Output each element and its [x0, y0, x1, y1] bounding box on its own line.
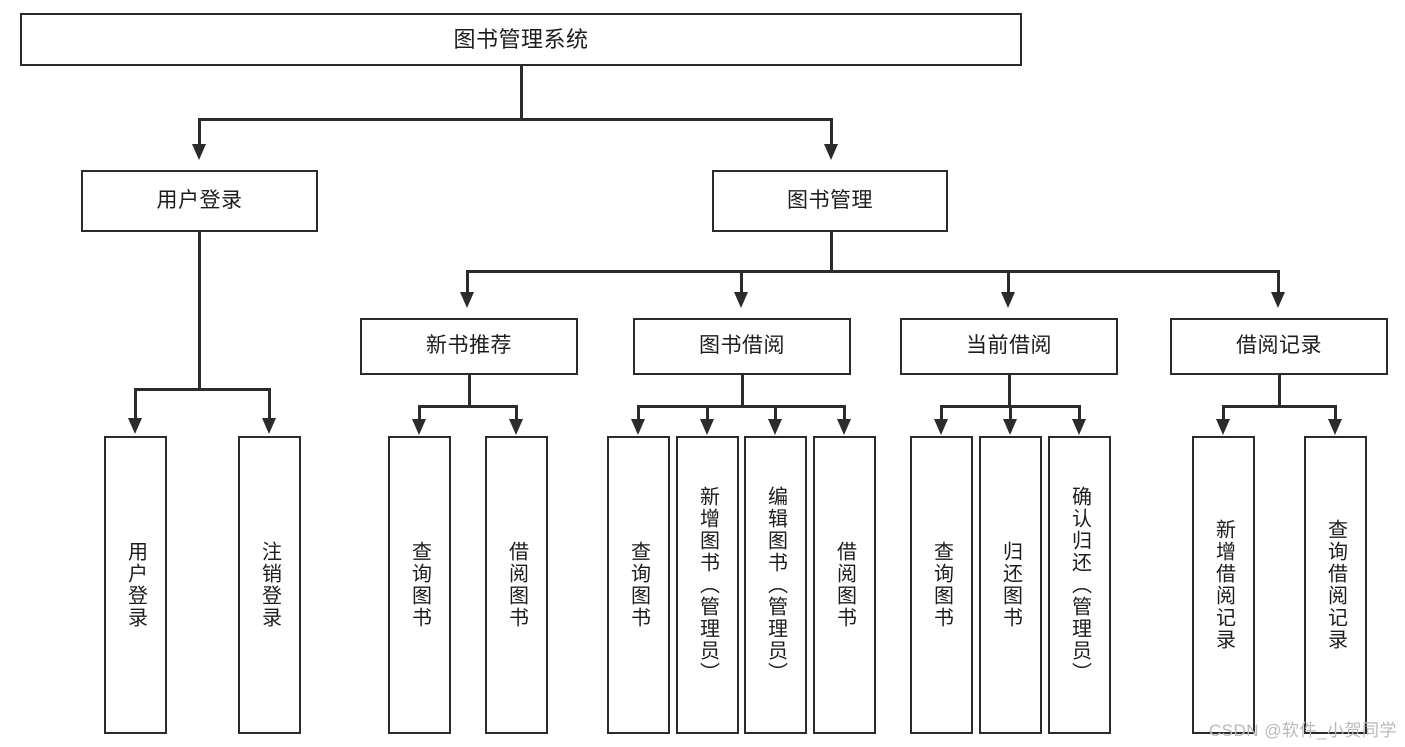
watermark: CSDN @软件_小贺同学: [1208, 721, 1397, 740]
arrow-to-book-borrow: [734, 292, 748, 308]
node-label: 图书管理系统: [453, 26, 589, 52]
node-user-login[interactable]: 用户登录: [81, 170, 318, 232]
arrow-leaf-add-borrow-record: [1216, 419, 1230, 435]
leaf-edit-book-admin[interactable]: 编辑图书（管理员）: [744, 436, 807, 734]
edge-cb-drop-2: [1009, 405, 1012, 421]
arrow-leaf-user-login: [128, 418, 142, 434]
leaf-query-book-3[interactable]: 查询图书: [910, 436, 973, 734]
edge-user-login-drop-2: [268, 388, 271, 420]
leaf-borrow-book-1[interactable]: 借阅图书: [485, 436, 548, 734]
edge-br-drop-2: [1334, 405, 1337, 421]
arrow-leaf-logout-login: [262, 418, 276, 434]
edge-nbr-drop-1: [418, 405, 421, 421]
edge-current-borrow-stem: [1008, 375, 1011, 407]
edge-book-borrow-bus: [637, 405, 845, 408]
arrow-to-user-login: [192, 144, 206, 160]
arrow-leaf-query-book-2: [631, 419, 645, 435]
leaf-query-book-1[interactable]: 查询图书: [388, 436, 451, 734]
node-book-borrow[interactable]: 图书借阅: [633, 318, 851, 375]
node-book-management[interactable]: 图书管理: [712, 170, 948, 232]
edge-user-login-drop-1: [134, 388, 137, 420]
node-label: 查询图书: [627, 541, 650, 629]
edge-new-book-recommend-bus: [418, 405, 518, 408]
arrow-leaf-add-book-admin: [700, 419, 714, 435]
node-label: 借阅图书: [833, 541, 856, 629]
node-label: 图书管理: [787, 188, 873, 212]
node-label: 用户登录: [124, 541, 147, 629]
node-label: 借阅记录: [1236, 334, 1322, 358]
edge-new-book-recommend-stem: [468, 375, 471, 407]
node-borrow-record[interactable]: 借阅记录: [1170, 318, 1388, 375]
leaf-user-login[interactable]: 用户登录: [104, 436, 167, 734]
node-label: 新增图书（管理员）: [696, 486, 719, 684]
edge-borrow-record-stem: [1278, 375, 1281, 407]
edge-book-management-stem: [830, 232, 833, 272]
node-label: 新增借阅记录: [1212, 519, 1235, 651]
leaf-query-borrow-record[interactable]: 查询借阅记录: [1304, 436, 1367, 734]
arrow-leaf-query-borrow-record: [1328, 419, 1342, 435]
arrow-leaf-query-book-3: [934, 419, 948, 435]
node-label: 确认归还（管理员）: [1068, 486, 1091, 684]
edge-br-drop-1: [1222, 405, 1225, 421]
node-label: 查询借阅记录: [1324, 519, 1347, 651]
edge-to-user-login: [198, 118, 201, 146]
edge-to-new-book-recommend: [466, 270, 469, 294]
leaf-add-borrow-record[interactable]: 新增借阅记录: [1192, 436, 1255, 734]
leaf-query-book-2[interactable]: 查询图书: [607, 436, 670, 734]
edge-root-stem: [520, 66, 523, 118]
edge-user-login-stem: [198, 232, 201, 390]
node-label: 编辑图书（管理员）: [764, 486, 787, 684]
edge-level2-bus: [466, 270, 1279, 273]
edge-cb-drop-1: [940, 405, 943, 421]
arrow-to-current-borrow: [1001, 292, 1015, 308]
node-label: 注销登录: [258, 541, 281, 629]
edge-book-borrow-stem: [741, 375, 744, 407]
edge-to-book-borrow: [740, 270, 743, 294]
edge-bb-drop-3: [774, 405, 777, 421]
edge-level1-bus: [198, 118, 832, 121]
arrow-leaf-edit-book-admin: [768, 419, 782, 435]
edge-to-current-borrow: [1007, 270, 1010, 294]
arrow-to-borrow-record: [1271, 292, 1285, 308]
edge-to-borrow-record: [1277, 270, 1280, 294]
node-label: 用户登录: [156, 188, 243, 212]
leaf-return-book[interactable]: 归还图书: [979, 436, 1042, 734]
edge-nbr-drop-2: [515, 405, 518, 421]
edge-bb-drop-2: [706, 405, 709, 421]
arrow-leaf-borrow-book-1: [509, 419, 523, 435]
node-current-borrow[interactable]: 当前借阅: [900, 318, 1118, 375]
arrow-leaf-confirm-return-admin: [1072, 419, 1086, 435]
arrow-to-book-management: [824, 144, 838, 160]
node-label: 图书借阅: [699, 334, 785, 358]
node-label: 查询图书: [930, 541, 953, 629]
node-root-book-management-system[interactable]: 图书管理系统: [20, 13, 1022, 66]
leaf-logout-login[interactable]: 注销登录: [238, 436, 301, 734]
edge-cb-drop-3: [1078, 405, 1081, 421]
leaf-add-book-admin[interactable]: 新增图书（管理员）: [676, 436, 739, 734]
arrow-to-new-book-recommend: [460, 292, 474, 308]
node-label: 归还图书: [999, 541, 1022, 629]
arrow-leaf-borrow-book-2: [837, 419, 851, 435]
node-new-book-recommend[interactable]: 新书推荐: [360, 318, 578, 375]
edge-user-login-bus: [134, 388, 270, 391]
edge-to-book-management: [830, 118, 833, 146]
node-label: 新书推荐: [426, 334, 512, 358]
arrow-leaf-return-book: [1003, 419, 1017, 435]
leaf-borrow-book-2[interactable]: 借阅图书: [813, 436, 876, 734]
edge-borrow-record-bus: [1222, 405, 1336, 408]
arrow-leaf-query-book-1: [412, 419, 426, 435]
leaf-confirm-return-admin[interactable]: 确认归还（管理员）: [1048, 436, 1111, 734]
edge-bb-drop-4: [843, 405, 846, 421]
edge-bb-drop-1: [637, 405, 640, 421]
node-label: 查询图书: [408, 541, 431, 629]
node-label: 当前借阅: [966, 334, 1052, 358]
node-label: 借阅图书: [505, 541, 528, 629]
